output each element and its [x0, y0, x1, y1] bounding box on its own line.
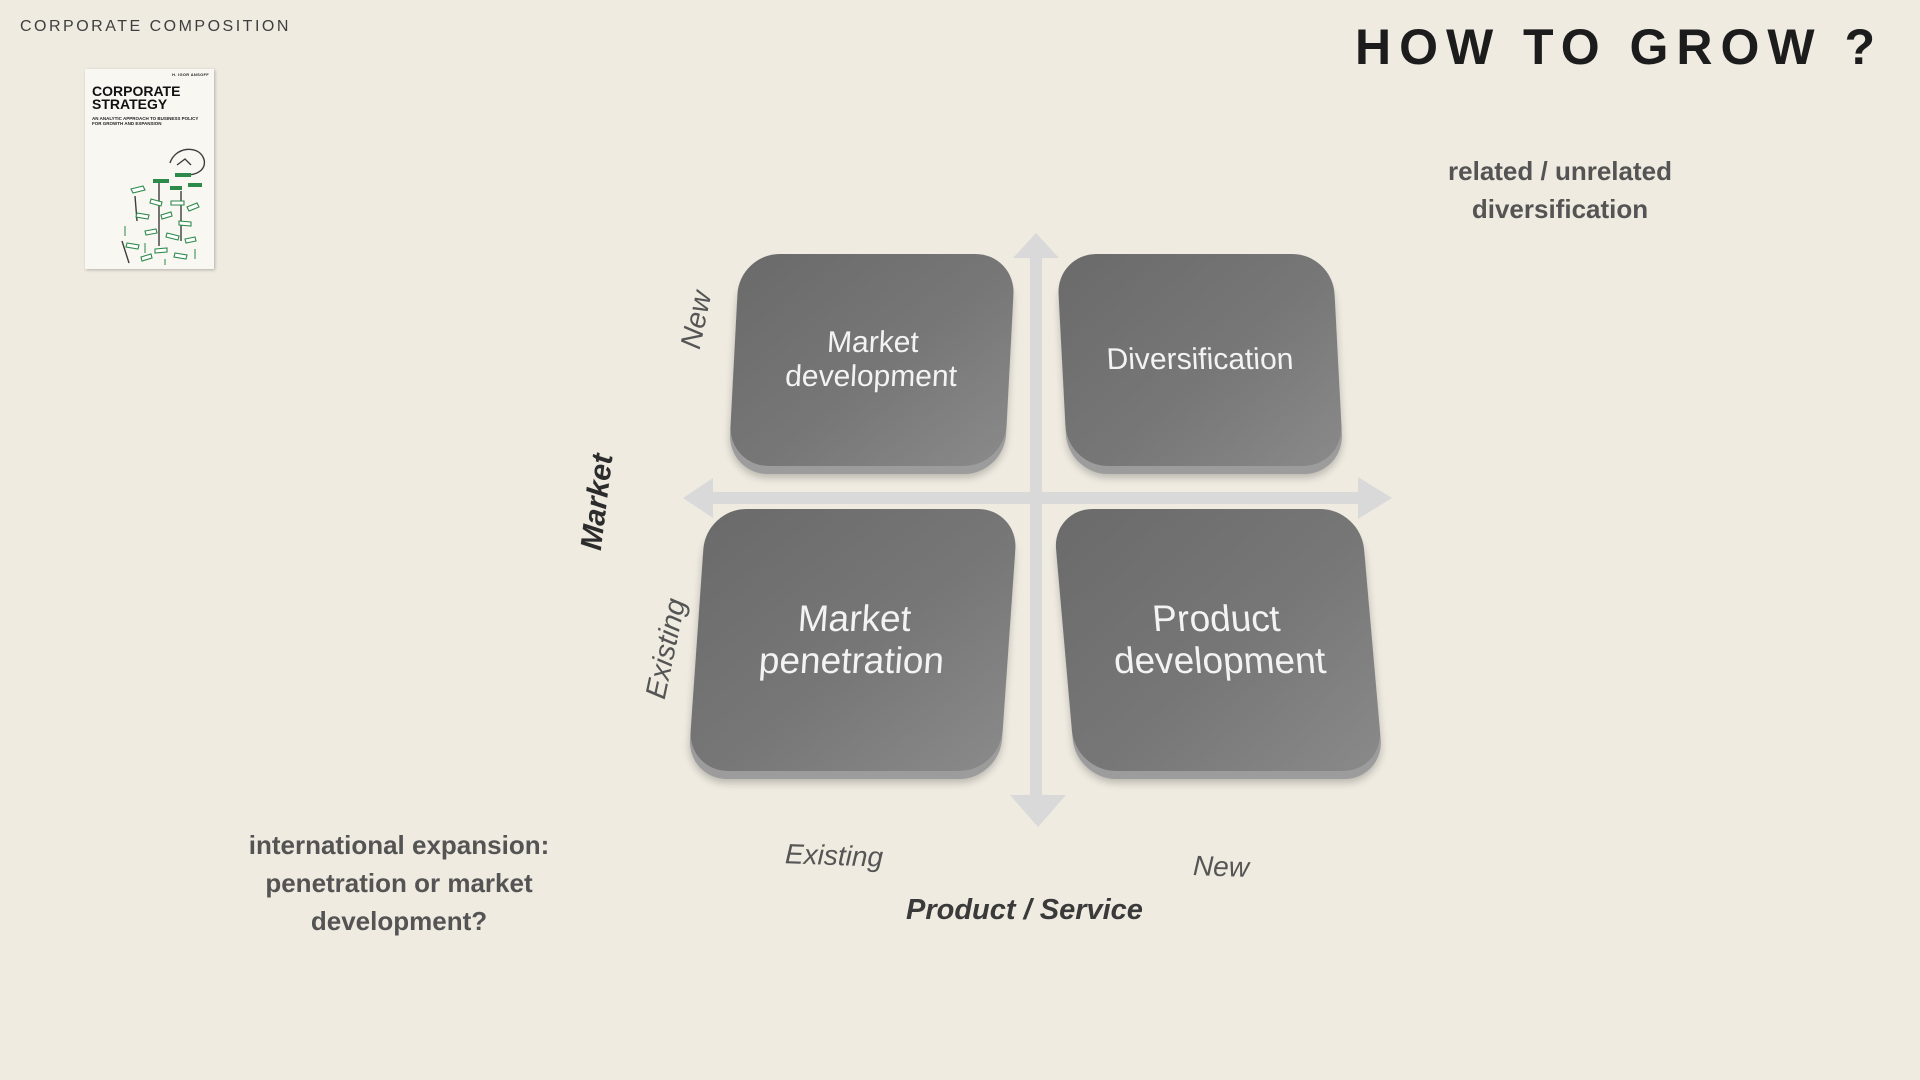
quadrant-label: Market penetration [757, 598, 946, 681]
x-axis-tick-new: New [1192, 850, 1250, 883]
quadrant-market-penetration: Market penetration [687, 509, 1019, 771]
book-subtitle: AN ANALYTIC APPROACH TO BUSINESS POLICY … [92, 116, 199, 126]
quadrant-label: Market development [784, 326, 958, 393]
book-cover-image: H. IGOR ANSOFF CORPORATE STRATEGY AN ANA… [85, 69, 214, 269]
quadrant-product-development: Product development [1052, 509, 1384, 771]
page-title: HOW TO GROW ? [1354, 19, 1883, 75]
x-axis-title: Product / Service [906, 894, 1143, 926]
vertical-axis-arrow [1010, 233, 1066, 827]
section-label: CORPORATE COMPOSITION [20, 18, 291, 35]
quadrant-market-development: Market development [728, 254, 1016, 466]
book-illustration [121, 148, 206, 265]
quadrant-label: Product development [1112, 598, 1328, 681]
note-international-expansion: international expansion: penetration or … [248, 830, 550, 936]
quadrant-label: Diversification [1105, 343, 1295, 376]
quadrant-diversification: Diversification [1056, 254, 1344, 466]
book-author: H. IGOR ANSOFF [172, 72, 209, 77]
x-axis-tick-existing: Existing [784, 838, 884, 873]
book-title: CORPORATE STRATEGY [92, 83, 181, 112]
note-diversification: related / unrelated diversification [1448, 156, 1672, 224]
